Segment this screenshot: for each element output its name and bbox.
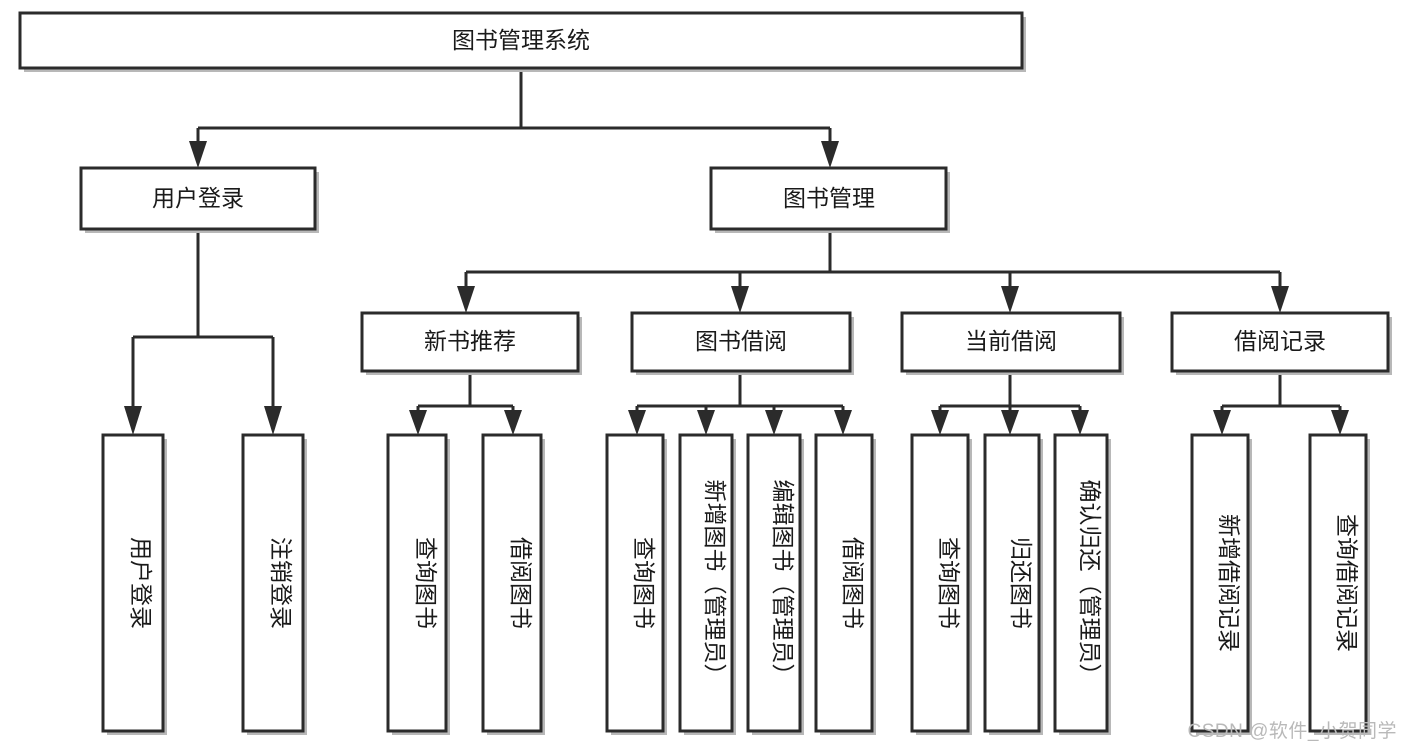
- node-leaf-logout[interactable]: 注销登录: [241, 433, 307, 735]
- arrow-head-leaf-user-login: [124, 406, 142, 435]
- leaf-add-record-label: 新增借阅记录: [1216, 514, 1242, 652]
- arrow-head-newbook: [457, 286, 475, 313]
- leaf-logout-label: 注销登录: [268, 537, 294, 629]
- node-book-borrow-label: 图书借阅: [695, 328, 787, 354]
- arrow-head-borrowrecord: [1271, 286, 1289, 313]
- node-borrow-record[interactable]: 借阅记录: [1170, 311, 1392, 375]
- leaf-user-login-label: 用户登录: [128, 537, 154, 629]
- arrow-head-bookborrow: [731, 286, 749, 313]
- leaf-borrow-book-2-box: [814, 433, 874, 733]
- node-book-manage[interactable]: 图书管理: [709, 166, 950, 233]
- node-book-borrow-box: [630, 311, 852, 373]
- leaf-borrow-book-2-label: 借阅图书: [840, 537, 866, 629]
- leaf-add-book-box: [678, 433, 734, 733]
- node-new-book-rec-box: [360, 311, 580, 373]
- arrow-head-leaf-edit-book: [765, 410, 783, 435]
- leaf-edit-book-label: 编辑图书（管理员）: [770, 480, 796, 687]
- edge-layer: [124, 68, 1349, 435]
- leaf-query-record-box: [1308, 433, 1368, 733]
- node-leaf-query-book-1[interactable]: 查询图书: [386, 433, 450, 735]
- node-root[interactable]: 图书管理系统: [18, 11, 1026, 72]
- leaf-user-login-box: [101, 433, 165, 733]
- leaf-query-book-2-box: [605, 433, 665, 733]
- node-leaf-edit-book[interactable]: 编辑图书（管理员）: [746, 433, 804, 735]
- arrow-head-currentborrow: [1001, 286, 1019, 313]
- node-book-manage-label: 图书管理: [783, 185, 875, 211]
- leaf-query-book-3-label: 查询图书: [936, 537, 962, 629]
- node-leaf-user-login[interactable]: 用户登录: [101, 433, 167, 735]
- node-leaf-add-record[interactable]: 新增借阅记录: [1190, 433, 1252, 735]
- leaf-logout-box: [241, 433, 305, 733]
- node-leaf-borrow-book-2[interactable]: 借阅图书: [814, 433, 876, 735]
- leaf-query-record-label: 查询借阅记录: [1334, 514, 1360, 652]
- node-current-borrow[interactable]: 当前借阅: [900, 311, 1124, 375]
- node-user-login-label: 用户登录: [152, 185, 244, 211]
- leaf-query-book-3-box: [910, 433, 970, 733]
- leaf-add-record-box: [1190, 433, 1250, 733]
- node-borrow-record-label: 借阅记录: [1234, 328, 1326, 354]
- arrow-head-leaf-borrow-book-2: [834, 410, 852, 435]
- node-leaf-query-book-3[interactable]: 查询图书: [910, 433, 972, 735]
- node-borrow-record-box: [1170, 311, 1390, 373]
- node-current-borrow-label: 当前借阅: [965, 328, 1057, 354]
- node-leaf-borrow-book-1[interactable]: 借阅图书: [481, 433, 545, 735]
- leaf-confirm-return-label: 确认归还（管理员）: [1077, 480, 1103, 687]
- node-leaf-add-book[interactable]: 新增图书（管理员）: [678, 433, 736, 735]
- node-leaf-query-book-2[interactable]: 查询图书: [605, 433, 667, 735]
- node-root-box: [18, 11, 1024, 70]
- arrow-head-leaf-add-book: [697, 410, 715, 435]
- arrow-head-leaf-add-record: [1213, 410, 1231, 435]
- leaf-return-book-box: [983, 433, 1041, 733]
- leaf-borrow-book-1-label: 借阅图书: [508, 537, 534, 629]
- arrow-head-leaf-confirm-return: [1071, 410, 1089, 435]
- node-user-login-box: [79, 166, 317, 231]
- leaf-return-book-label: 归还图书: [1008, 537, 1034, 629]
- leaf-confirm-return-box: [1053, 433, 1109, 733]
- node-book-borrow[interactable]: 图书借阅: [630, 311, 854, 375]
- arrow-head-leaf-query-book-2: [628, 410, 646, 435]
- node-root-label: 图书管理系统: [452, 27, 590, 53]
- node-user-login[interactable]: 用户登录: [79, 166, 319, 233]
- node-leaf-return-book[interactable]: 归还图书: [983, 433, 1043, 735]
- arrow-head-leaf-borrow-book-1: [504, 410, 522, 435]
- node-current-borrow-box: [900, 311, 1122, 373]
- node-new-book-rec-label: 新书推荐: [424, 328, 516, 354]
- arrow-head-book-manage: [821, 141, 839, 168]
- node-leaf-query-record[interactable]: 查询借阅记录: [1308, 433, 1370, 735]
- arrow-head-leaf-query-record: [1331, 410, 1349, 435]
- leaf-add-book-label: 新增图书（管理员）: [702, 480, 728, 687]
- leaf-borrow-book-1-box: [481, 433, 543, 733]
- node-new-book-rec[interactable]: 新书推荐: [360, 311, 582, 375]
- leaf-query-book-1-label: 查询图书: [413, 537, 439, 629]
- leaf-query-book-2-label: 查询图书: [631, 537, 657, 629]
- arrow-head-leaf-query-book-3: [931, 410, 949, 435]
- arrow-head-leaf-logout: [264, 406, 282, 435]
- leaf-edit-book-box: [746, 433, 802, 733]
- arrow-head-leaf-return-book: [1001, 410, 1019, 435]
- arrow-head-user-login: [189, 141, 207, 168]
- node-book-manage-box: [709, 166, 948, 231]
- node-leaf-confirm-return[interactable]: 确认归还（管理员）: [1053, 433, 1111, 735]
- leaf-query-book-1-box: [386, 433, 448, 733]
- arrow-head-leaf-query-book-1: [409, 410, 427, 435]
